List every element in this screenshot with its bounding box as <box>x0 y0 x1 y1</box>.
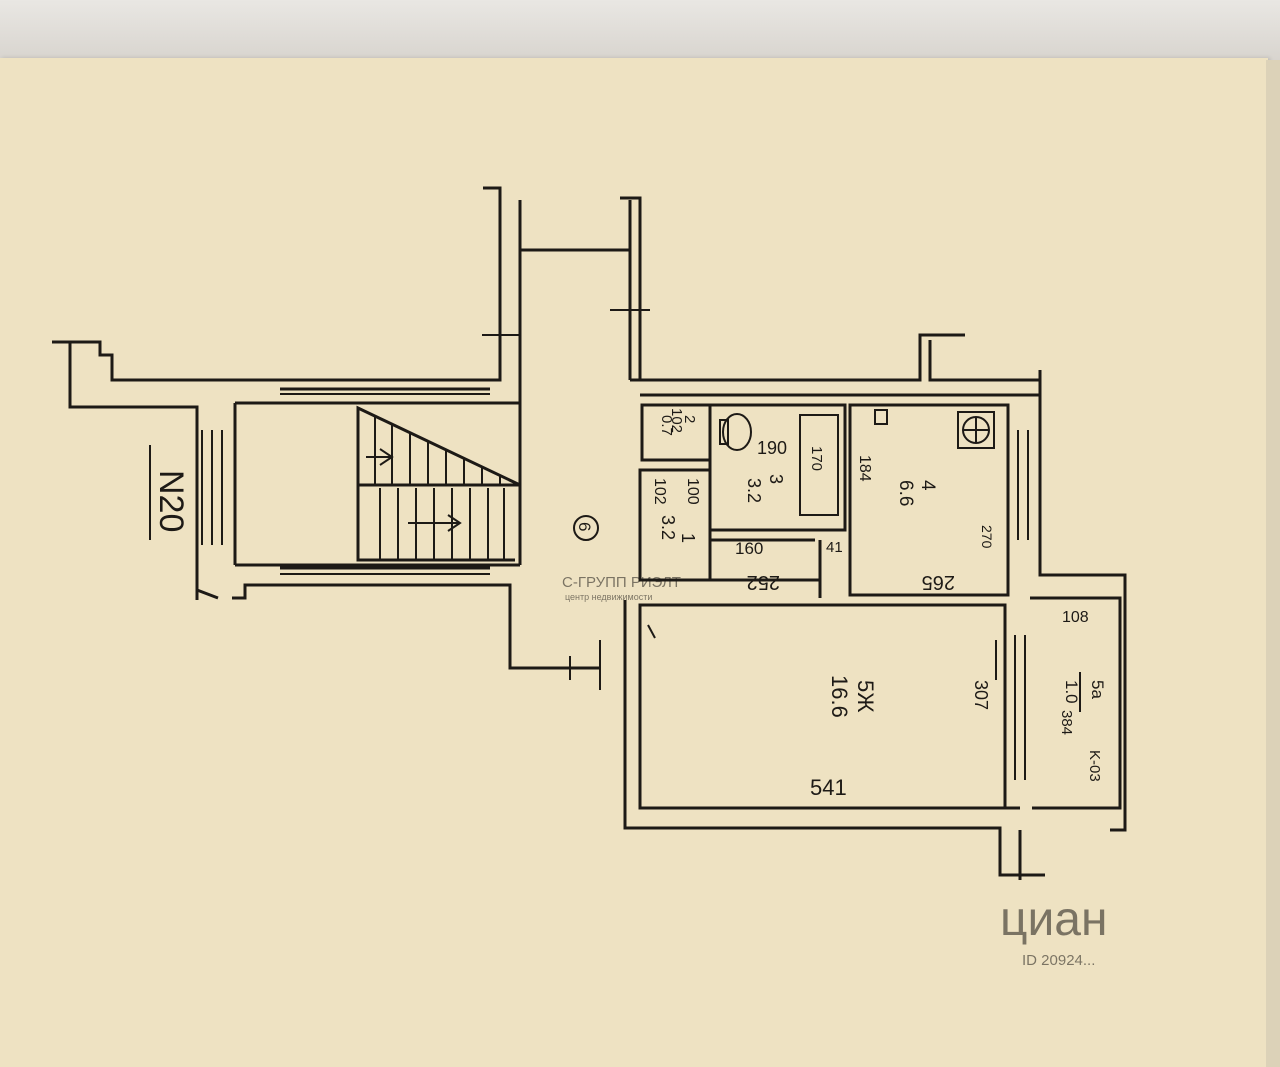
agency-name: С-ГРУПП РИЭЛТ <box>562 574 681 591</box>
room-kitchen-side: 270 <box>979 525 995 549</box>
room-kitchen-number: 4 <box>917 480 938 491</box>
portal-watermark: циан ID 20924... <box>1000 893 1108 969</box>
room-bath-number: 3 <box>766 474 786 484</box>
room-living-width: 307 <box>971 680 991 710</box>
room-kitchen: 184 4 6.6 270 41 265 <box>818 403 1010 598</box>
corridor-shaft: 6 <box>482 188 650 690</box>
room-kitchen-width: 265 <box>922 571 955 593</box>
room-wc-number: 2 <box>681 415 698 423</box>
room-bath: 190 3 3.2 170 160 <box>708 403 847 558</box>
room-wc-area: 0.7 <box>658 415 675 436</box>
room-living: 5Ж 16.6 307 541 <box>638 603 1007 810</box>
room-hall-side: 102 <box>651 478 668 505</box>
paper-edge <box>1266 60 1280 1067</box>
room-living-length: 541 <box>810 775 847 800</box>
plastic-sleeve <box>0 0 1280 68</box>
room-hall-area: 3.2 <box>658 515 678 540</box>
room-living-label: 5Ж <box>853 680 878 713</box>
room-bath-width: 190 <box>757 438 787 458</box>
room-bath-area: 3.2 <box>744 478 764 503</box>
balcony-area: 1.0 <box>1062 680 1081 704</box>
room-kitchen-area: 6.6 <box>895 480 916 506</box>
balcony-side: 384 <box>1058 710 1075 735</box>
room-kitchen-gap: 41 <box>826 539 843 556</box>
agency-watermark: С-ГРУПП РИЭЛТ центр недвижимости <box>562 574 681 602</box>
flat-number-label: N20 <box>152 470 190 532</box>
paper-sheet <box>0 58 1268 1067</box>
balcony-number: 5a <box>1088 680 1107 699</box>
room-wc-side: 102 <box>668 408 685 433</box>
balcony-code: K-03 <box>1086 750 1103 782</box>
room-bath-side: 160 <box>735 539 763 558</box>
room-living-area: 16.6 <box>827 675 852 718</box>
agency-sub: центр недвижимости <box>565 592 652 602</box>
portal-name: циан <box>1000 893 1108 946</box>
room-hall-number: 1 <box>678 533 698 543</box>
stair-mark: 6 <box>575 522 594 531</box>
room-bath-depth: 170 <box>808 446 825 471</box>
balcony-width: 108 <box>1062 609 1089 626</box>
stairwell: N20 <box>52 186 600 670</box>
room-hall-width: 100 <box>684 478 701 505</box>
room-balcony: 108 5a 1.0 384 K-03 <box>1058 609 1107 782</box>
room-wc: 2 0.7 102 <box>640 403 712 462</box>
room-kitchen-depth: 184 <box>856 455 873 482</box>
portal-id: ID 20924... <box>1022 952 1095 969</box>
room-hall-length: 252 <box>747 571 780 593</box>
